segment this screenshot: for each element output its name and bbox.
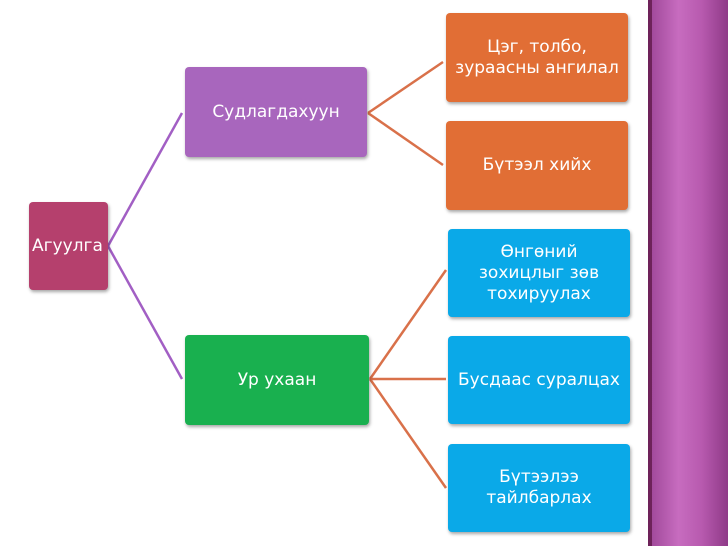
root-node: Агуулга (29, 202, 108, 290)
connector-branch1-child1 (367, 60, 444, 115)
leaf-node-label: Цэг, толбо, зураасны ангилал (455, 36, 619, 78)
leaf-node-ongonii-zohitsol: Өнгөний зохицлыг зөв тохируулах (448, 229, 630, 317)
leaf-node-busdaas-suraltsah: Бусдаас суралцах (448, 336, 630, 424)
connector-branch2-child1 (368, 269, 448, 380)
branch-node-ur-uhaan: Ур ухаан (185, 335, 369, 425)
branch-node-label: Судлагдахуун (212, 101, 340, 122)
leaf-node-label: Бусдаас суралцах (458, 369, 620, 390)
decorative-stripe (648, 0, 652, 546)
connector-root-branch2 (106, 245, 184, 380)
connector-branch1-child2 (367, 111, 444, 167)
connector-root-branch1 (106, 112, 184, 247)
leaf-node-label: Бүтээлээ тайлбарлах (486, 467, 592, 508)
leaf-node-buteel-hiih: Бүтээл хийх (446, 121, 628, 210)
root-node-label: Агуулга (32, 235, 103, 256)
decorative-stripe (652, 0, 728, 546)
leaf-node-label: Бүтээл хийх (482, 155, 592, 175)
leaf-node-angilal: Цэг, толбо, зураасны ангилал (446, 13, 628, 102)
leaf-node-label: Өнгөний зохицлыг зөв тохируулах (478, 241, 600, 304)
branch-node-label: Ур ухаан (237, 369, 317, 390)
leaf-node-buteelee-tailbarlah: Бүтээлээ тайлбарлах (448, 444, 630, 532)
branch-node-sudlagdahuun: Судлагдахуун (185, 67, 367, 157)
connector-branch2-child3 (368, 378, 448, 489)
